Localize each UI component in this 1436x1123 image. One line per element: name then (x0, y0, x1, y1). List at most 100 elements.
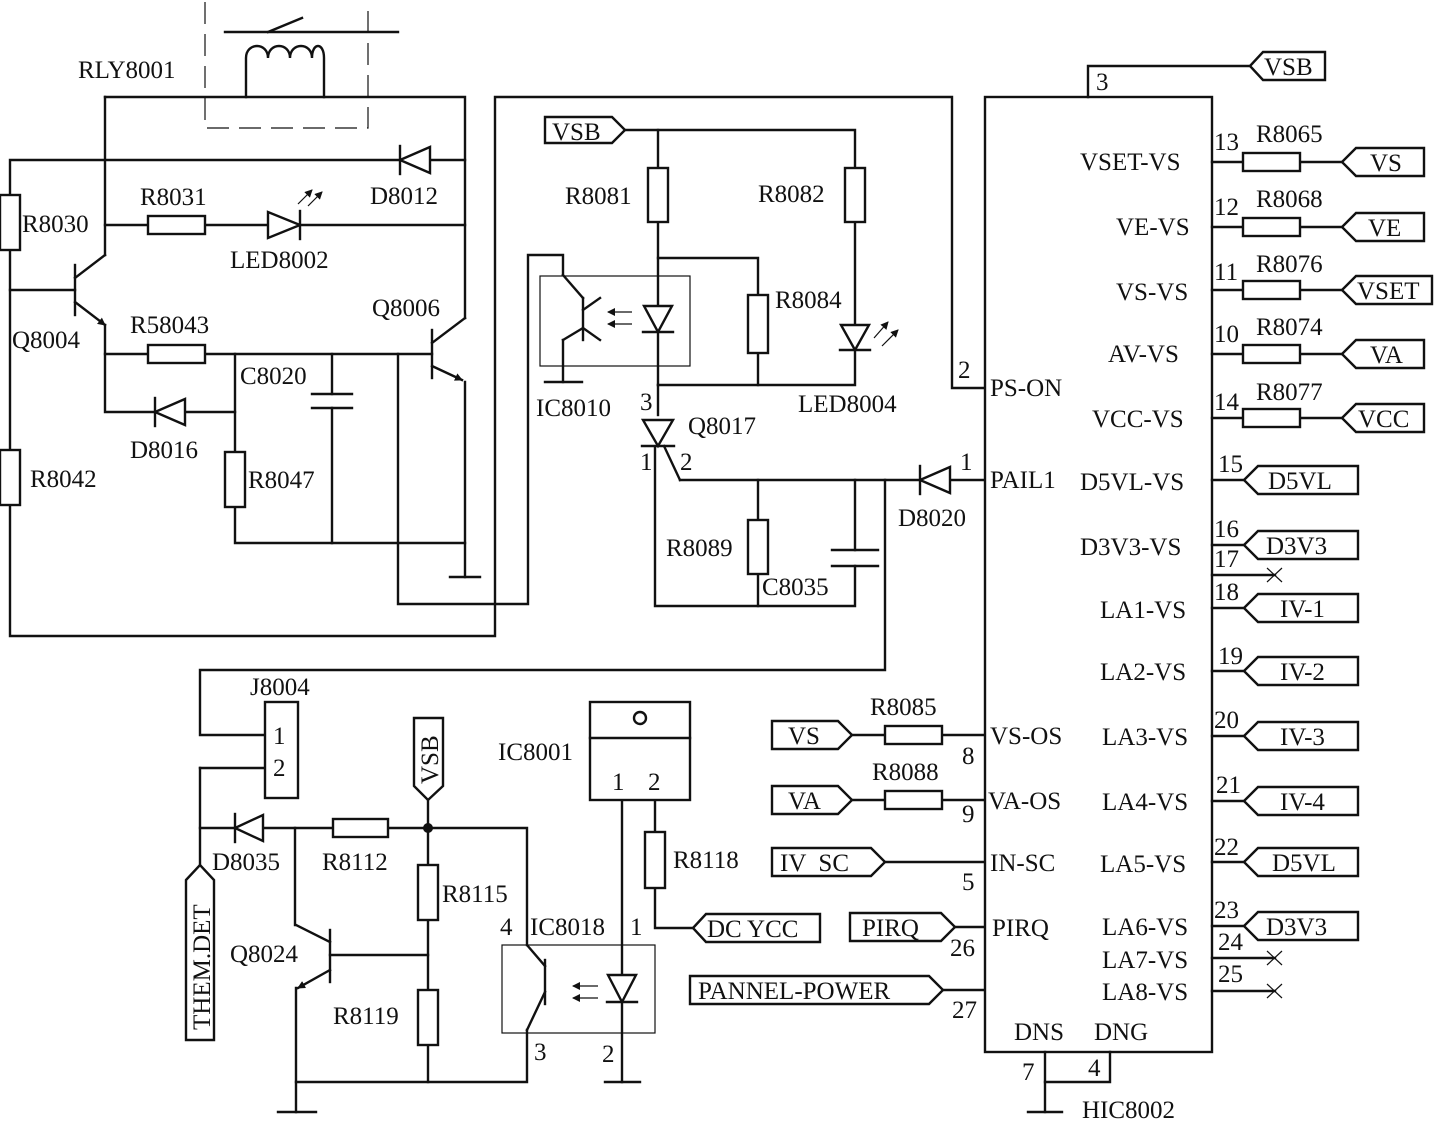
pin-q8017-1: 1 (640, 449, 653, 476)
pin-num-19: 19 (1218, 643, 1243, 670)
pin-num-17: 17 (1214, 546, 1239, 573)
label-d8016: D8016 (130, 437, 198, 464)
hic8002-right-pin-17: 17 (1210, 546, 1283, 583)
signal-d3v3: D3V3 (1266, 533, 1327, 560)
hic8002-right-pin-24: LA7-VS 24 (1102, 929, 1283, 974)
hic8002-left-input-wires (850, 733, 987, 992)
label-led8004: LED8004 (798, 391, 897, 418)
hic8002-pin-name-pirq: PIRQ (992, 915, 1049, 942)
resistor-r8047 (223, 450, 247, 509)
resistor-r8089 (746, 518, 770, 576)
hic8002-pin-num-27: 27 (952, 997, 977, 1024)
label-ic8010: IC8010 (536, 395, 611, 422)
connector-vsb-top: VSB (543, 115, 627, 146)
hic8002-right-pin-16: D3V3-VS 16 D3V3 (1080, 516, 1360, 561)
signal-vcc: VCC (1358, 406, 1409, 433)
hic8002-pin-num-26: 26 (950, 935, 975, 962)
pin-name-la7-vs: LA7-VS (1102, 947, 1188, 974)
pin-name-ve-vs: VE-VS (1116, 214, 1190, 241)
hic8002-right-pin-12: VE-VS 12 R8068 VE (1116, 186, 1426, 243)
signal-va: VA (1370, 342, 1403, 369)
transistor-q8006: Q8006 (372, 295, 467, 382)
pin-name-la8-vs: LA8-VS (1102, 979, 1188, 1006)
pin-name-d3v3-vs: D3V3-VS (1080, 534, 1181, 561)
pin-num-15: 15 (1218, 451, 1243, 478)
resistor-r8119 (416, 988, 440, 1047)
pin-num-21: 21 (1216, 772, 1241, 799)
pin-num-13: 13 (1214, 129, 1239, 156)
connector-pirq: PIRQ (848, 911, 957, 943)
label-d8012: D8012 (370, 183, 438, 210)
pin-ic8018-4: 4 (500, 914, 513, 941)
label-r8084: R8084 (775, 287, 842, 314)
hic8002-pin-name-pail1: PAIL1 (990, 467, 1056, 494)
signal-d5vl: D5VL (1268, 468, 1332, 495)
pin-j8004-2: 2 (273, 755, 286, 782)
pin-name-la2-vs: LA2-VS (1100, 659, 1186, 686)
label-c8020: C8020 (240, 363, 307, 390)
diode-d8035: D8035 (212, 812, 280, 876)
capacitor-c8035: C8035 (762, 548, 880, 601)
hic8002-pin-name-va-os: VA-OS (988, 788, 1061, 815)
label-r58043: R58043 (130, 312, 209, 339)
signal-vset: VSET (1357, 278, 1420, 305)
connector-vs-in: VS (770, 719, 854, 751)
hic8002-pin-name-in-sc: IN-SC (990, 850, 1055, 877)
resistor-r8031 (146, 214, 207, 236)
led-led8002: LED8002 (230, 189, 329, 274)
label-c8035: C8035 (762, 574, 829, 601)
connector-j8004: J8004 1 2 (250, 674, 310, 800)
regulator-ic8001: IC8001 1 2 (498, 700, 692, 802)
label-r8118: R8118 (673, 847, 739, 874)
diode-d8020: D8020 (898, 464, 966, 532)
label-pannel-power: PANNEL-POWER (698, 978, 890, 1005)
pin-num-14: 14 (1214, 389, 1240, 416)
diode-d8016: D8016 (130, 396, 198, 464)
label-r8031: R8031 (140, 184, 207, 211)
label-r8089: R8089 (666, 535, 733, 562)
hic8002-right-pin-18: LA1-VS 18 IV-1 (1100, 579, 1360, 624)
pin-name-la3-vs: LA3-VS (1102, 724, 1188, 751)
relay-rly8001: RLY8001 (78, 2, 400, 129)
label-r8077: R8077 (1256, 379, 1323, 406)
hic8002-pin-name-vs-os: VS-OS (990, 723, 1062, 750)
diode-d8012: D8012 (370, 144, 438, 210)
resistor-r8085 (883, 724, 944, 746)
label-r8082: R8082 (758, 181, 825, 208)
label-q8017: Q8017 (688, 413, 756, 440)
pin-name-la5-vs: LA5-VS (1100, 851, 1186, 878)
hic8002-right-pin-13: VSET-VS 13 R8065 VS (1080, 121, 1426, 178)
pin-num-18: 18 (1214, 579, 1239, 606)
pin-name-la4-vs: LA4-VS (1102, 789, 1188, 816)
label-dc-ycc: DC YCC (707, 916, 798, 943)
connector-them-det: THEM.DET (184, 863, 216, 1042)
label-led8002: LED8002 (230, 247, 329, 274)
label-r8085: R8085 (870, 694, 937, 721)
pin-num-20: 20 (1214, 707, 1239, 734)
led-led8004: LED8004 (798, 321, 899, 418)
label-r8042: R8042 (30, 466, 97, 493)
middle-circuit-wires (198, 128, 987, 737)
label-r8088: R8088 (872, 759, 939, 786)
hic8002-right-pin-11: VS-VS 11 R8076 VSET (1116, 251, 1434, 306)
signal-iv-2: IV-2 (1280, 659, 1325, 686)
pin-q8017-2: 2 (680, 449, 693, 476)
pin-num-24: 24 (1218, 929, 1244, 956)
connector-vsb-bottom: VSB (412, 716, 445, 802)
hic8002-right-pin-14: VCC-VS 14 R8077 VCC (1092, 379, 1426, 434)
signal-iv-1: IV-1 (1280, 596, 1325, 623)
optocoupler-ic8010: IC8010 (536, 273, 691, 422)
hic8002-right-pin-23: LA6-VS 23 D3V3 (1102, 897, 1360, 942)
hic8002-label-dns: DNS (1014, 1019, 1064, 1046)
pin-name-vs-vs: VS-VS (1116, 279, 1188, 306)
hic8002-pin-num-7: 7 (1022, 1059, 1035, 1086)
label-ic8001: IC8001 (498, 739, 573, 766)
resistor-r8082 (843, 166, 867, 224)
hic8002-right-pin-19: LA2-VS 19 IV-2 (1100, 643, 1360, 687)
pin-j8004-1: 1 (273, 723, 286, 750)
pin-ic8018-2: 2 (602, 1041, 615, 1068)
hic8002-pin-num-4: 4 (1088, 1055, 1101, 1082)
label-hic8002: HIC8002 (1082, 1097, 1175, 1123)
label-q8006: Q8006 (372, 295, 440, 322)
